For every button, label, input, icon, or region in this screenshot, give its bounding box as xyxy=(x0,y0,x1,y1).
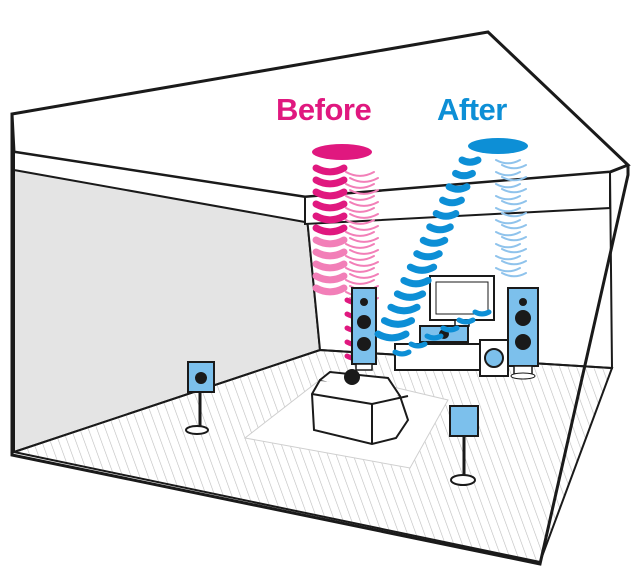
after-wave-arc xyxy=(501,164,527,170)
after-wave-arc xyxy=(380,317,416,328)
after-wave-arc xyxy=(495,207,521,213)
before-wave-arc xyxy=(312,200,348,212)
before-wave-arc xyxy=(312,164,348,176)
after-wave-arc xyxy=(495,195,521,201)
after-wave-arc xyxy=(439,196,465,207)
after-wave-arc xyxy=(495,159,521,165)
after-wave-arc xyxy=(456,317,476,325)
after-wave-arc xyxy=(432,210,460,220)
floor xyxy=(10,348,614,564)
before-wave-arc xyxy=(312,248,348,260)
after-wave-arc xyxy=(445,183,471,193)
tv-screen xyxy=(429,275,495,327)
before-wave-arc xyxy=(312,212,348,224)
after-wave-arc xyxy=(392,349,412,357)
after-wave-arc xyxy=(495,255,521,261)
before-ceiling-spot xyxy=(312,144,372,160)
after-label: After xyxy=(437,92,507,127)
after-wave-arc xyxy=(424,333,444,341)
after-wave-arc xyxy=(413,250,443,261)
after-wave-arc xyxy=(406,263,438,274)
before-wave-arc xyxy=(349,237,379,243)
before-wave-arc xyxy=(349,273,379,279)
after-wave-arc xyxy=(374,330,410,342)
front-speaker-left xyxy=(351,287,377,371)
after-wave-arc xyxy=(495,243,521,249)
after-wave-arc xyxy=(495,219,521,225)
after-wave-arc xyxy=(501,200,527,206)
before-wave-arc xyxy=(312,224,348,236)
before-wave-arc xyxy=(349,177,379,183)
before-wave-arc xyxy=(349,225,379,231)
after-wave-arc xyxy=(501,224,527,230)
before-wave-arc xyxy=(345,207,375,213)
after-wave-arc xyxy=(387,303,421,315)
sound-wave-after xyxy=(374,156,527,357)
after-ceiling-spot xyxy=(468,138,528,154)
surround-speaker-left xyxy=(185,361,215,435)
before-wave-arc xyxy=(349,189,379,195)
front-speaker-right xyxy=(507,287,539,380)
tv-cabinet xyxy=(394,343,491,371)
subwoofer xyxy=(479,339,509,377)
before-wave-arc xyxy=(312,284,348,296)
after-wave-arc xyxy=(495,171,521,177)
after-wave-arc xyxy=(501,260,527,266)
surround-speaker-right xyxy=(449,405,479,486)
before-wave-arc xyxy=(345,219,375,225)
after-wave-arc xyxy=(472,309,492,317)
after-wave-arc xyxy=(393,290,427,301)
before-wave-arc xyxy=(349,213,379,219)
before-wave-arc xyxy=(312,260,348,272)
after-wave-arc xyxy=(400,276,432,288)
after-wave-arc xyxy=(501,272,527,278)
after-wave-arc xyxy=(419,236,449,247)
after-wave-arc xyxy=(408,341,428,349)
before-wave-arc xyxy=(312,176,348,188)
after-wave-arc xyxy=(501,188,527,194)
before-wave-arc xyxy=(312,236,348,248)
after-wave-arc xyxy=(452,169,476,180)
before-wave-arc xyxy=(312,188,348,200)
after-wave-arc xyxy=(501,176,527,182)
after-wave-arc xyxy=(501,236,527,242)
listener-head xyxy=(344,369,360,385)
before-wave-arc xyxy=(345,231,375,237)
after-wave-arc xyxy=(426,223,454,234)
before-wave-arc xyxy=(345,267,375,273)
after-wave-arc xyxy=(501,212,527,218)
before-wave-arc xyxy=(345,243,375,249)
before-wave-arc xyxy=(345,195,375,201)
before-wave-arc xyxy=(345,183,375,189)
room-outline xyxy=(10,30,631,566)
before-wave-arc xyxy=(345,279,375,285)
before-label: Before xyxy=(276,92,372,127)
before-wave-arc xyxy=(345,171,375,177)
before-wave-arc xyxy=(349,201,379,207)
before-wave-arc xyxy=(345,255,375,261)
after-wave-arc xyxy=(495,183,521,189)
after-wave-arc xyxy=(440,325,460,333)
after-wave-arc xyxy=(495,267,521,273)
after-wave-arc xyxy=(501,248,527,254)
before-wave-arc xyxy=(312,272,348,284)
before-wave-arc xyxy=(349,249,379,255)
after-wave-arc xyxy=(458,156,482,166)
after-wave-arc xyxy=(495,231,521,237)
before-wave-arc xyxy=(349,261,379,267)
